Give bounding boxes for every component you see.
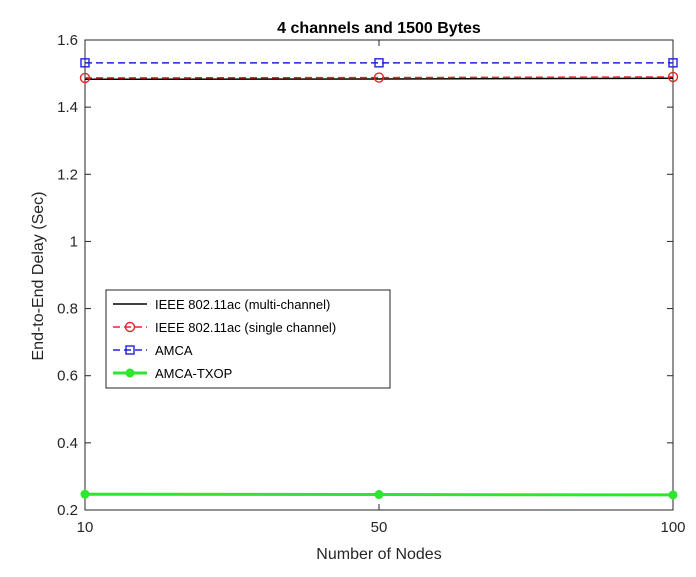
y-tick-label: 0.4 (57, 435, 78, 452)
legend-label: IEEE 802.11ac (single channel) (155, 320, 336, 335)
series-layer (79, 58, 679, 500)
series-line-ieee-802-11ac-single-channel (84, 76, 674, 79)
y-tick-label: 1.6 (57, 32, 78, 49)
data-point-ieee-802-11ac-single-channel (79, 72, 91, 84)
legend-label: AMCA-TXOP (155, 366, 232, 381)
chart-title: 4 channels and 1500 Bytes (277, 20, 481, 37)
y-tick-label: 0.2 (57, 502, 78, 519)
y-tick-label: 1 (70, 233, 78, 250)
y-tick-label: 1.2 (57, 166, 78, 183)
data-point-amca-txop (374, 490, 384, 500)
data-point-amca-txop (668, 490, 678, 500)
y-tick-label: 0.8 (57, 301, 78, 318)
plot-area-frame (84, 39, 674, 511)
y-axis-label: End-to-End Delay (Sec) (30, 192, 47, 361)
series-amca (80, 58, 678, 68)
series-amca-txop (80, 489, 678, 500)
data-point-amca (80, 58, 90, 68)
data-point-ieee-802-11ac-single-channel (373, 72, 385, 83)
series-line-ieee-802-11ac-multi-channel (84, 77, 674, 81)
legend-marker-ieee-802-11ac-single-channel (124, 321, 136, 333)
x-tick-label: 10 (77, 519, 94, 536)
x-axis-label: Number of Nodes (316, 546, 441, 563)
legend-marker-amca (125, 345, 135, 355)
series-ieee-802-11ac-multi-channel (84, 77, 674, 81)
series-ieee-802-11ac-single-channel (79, 71, 679, 84)
y-axis: 0.2 0.4 0.6 0.8 1 1.2 1.4 1.6 (57, 32, 673, 519)
legend-label: AMCA (155, 343, 193, 358)
legend-label: IEEE 802.11ac (multi-channel) (155, 297, 330, 312)
x-axis: 10 50 100 (77, 40, 686, 536)
data-point-amca-txop (80, 489, 90, 499)
legend-box (105, 289, 391, 389)
x-tick-label: 100 (660, 519, 685, 536)
legend: IEEE 802.11ac (multi-channel) IEEE 802.11… (105, 289, 391, 389)
data-point-amca (374, 58, 384, 68)
legend-marker-amca-txop (125, 368, 135, 378)
data-point-amca (668, 58, 678, 68)
x-tick-label: 50 (371, 519, 388, 536)
y-tick-label: 0.6 (57, 368, 78, 385)
data-point-ieee-802-11ac-single-channel (667, 71, 679, 83)
y-tick-label: 1.4 (57, 99, 78, 116)
